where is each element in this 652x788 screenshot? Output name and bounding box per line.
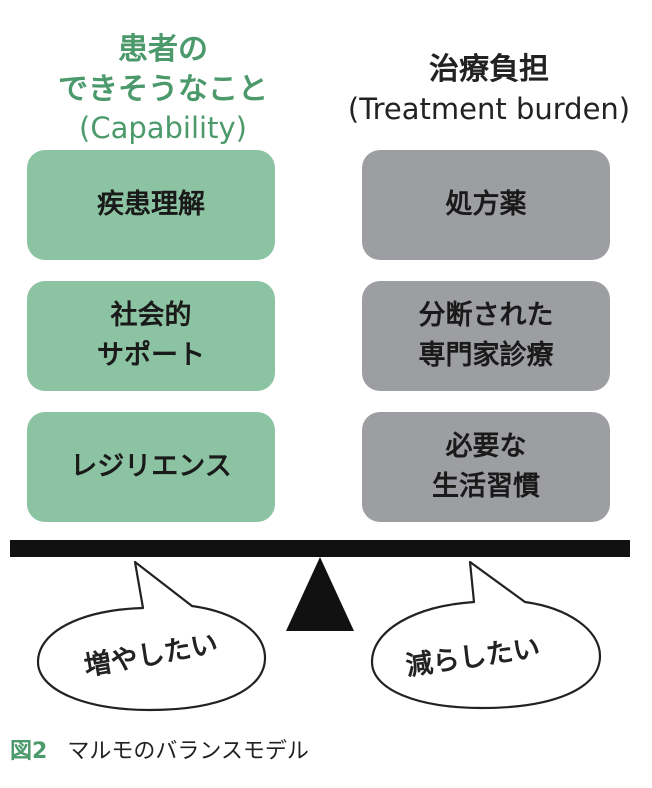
fulcrum-triangle — [286, 557, 354, 631]
speech-bubble-left — [36, 560, 267, 712]
capability-heading-line2: できそうなこと — [58, 71, 268, 107]
capability-box-disease-understanding: 疾患理解 — [27, 150, 275, 260]
capability-heading-sub: (Capability) — [79, 111, 247, 146]
burden-box-prescriptions: 処方薬 — [362, 150, 610, 260]
burden-heading: 治療負担 (Treatment burden) — [326, 50, 652, 128]
speech-bubbles — [36, 560, 602, 712]
burden-box-fragmented-care: 分断された 専門家診療 — [362, 281, 610, 391]
capability-heading-line1: 患者の — [118, 32, 208, 67]
burden-heading-line1: 治療負担 — [429, 52, 549, 87]
figure-caption-text: マルモのバランスモデル — [67, 739, 309, 764]
capability-box-social-support: 社会的 サポート — [27, 281, 275, 391]
figure-label: 図2 — [10, 739, 48, 764]
capability-heading: 患者の できそうなこと (Capability) — [0, 30, 326, 147]
speech-bubble-right — [370, 560, 602, 710]
burden-heading-sub: (Treatment burden) — [347, 91, 631, 126]
balance-beam — [10, 540, 630, 557]
capability-box-resilience: レジリエンス — [27, 412, 275, 522]
burden-box-lifestyle: 必要な 生活習慣 — [362, 412, 610, 522]
figure-caption: 図2 マルモのバランスモデル — [10, 733, 309, 765]
